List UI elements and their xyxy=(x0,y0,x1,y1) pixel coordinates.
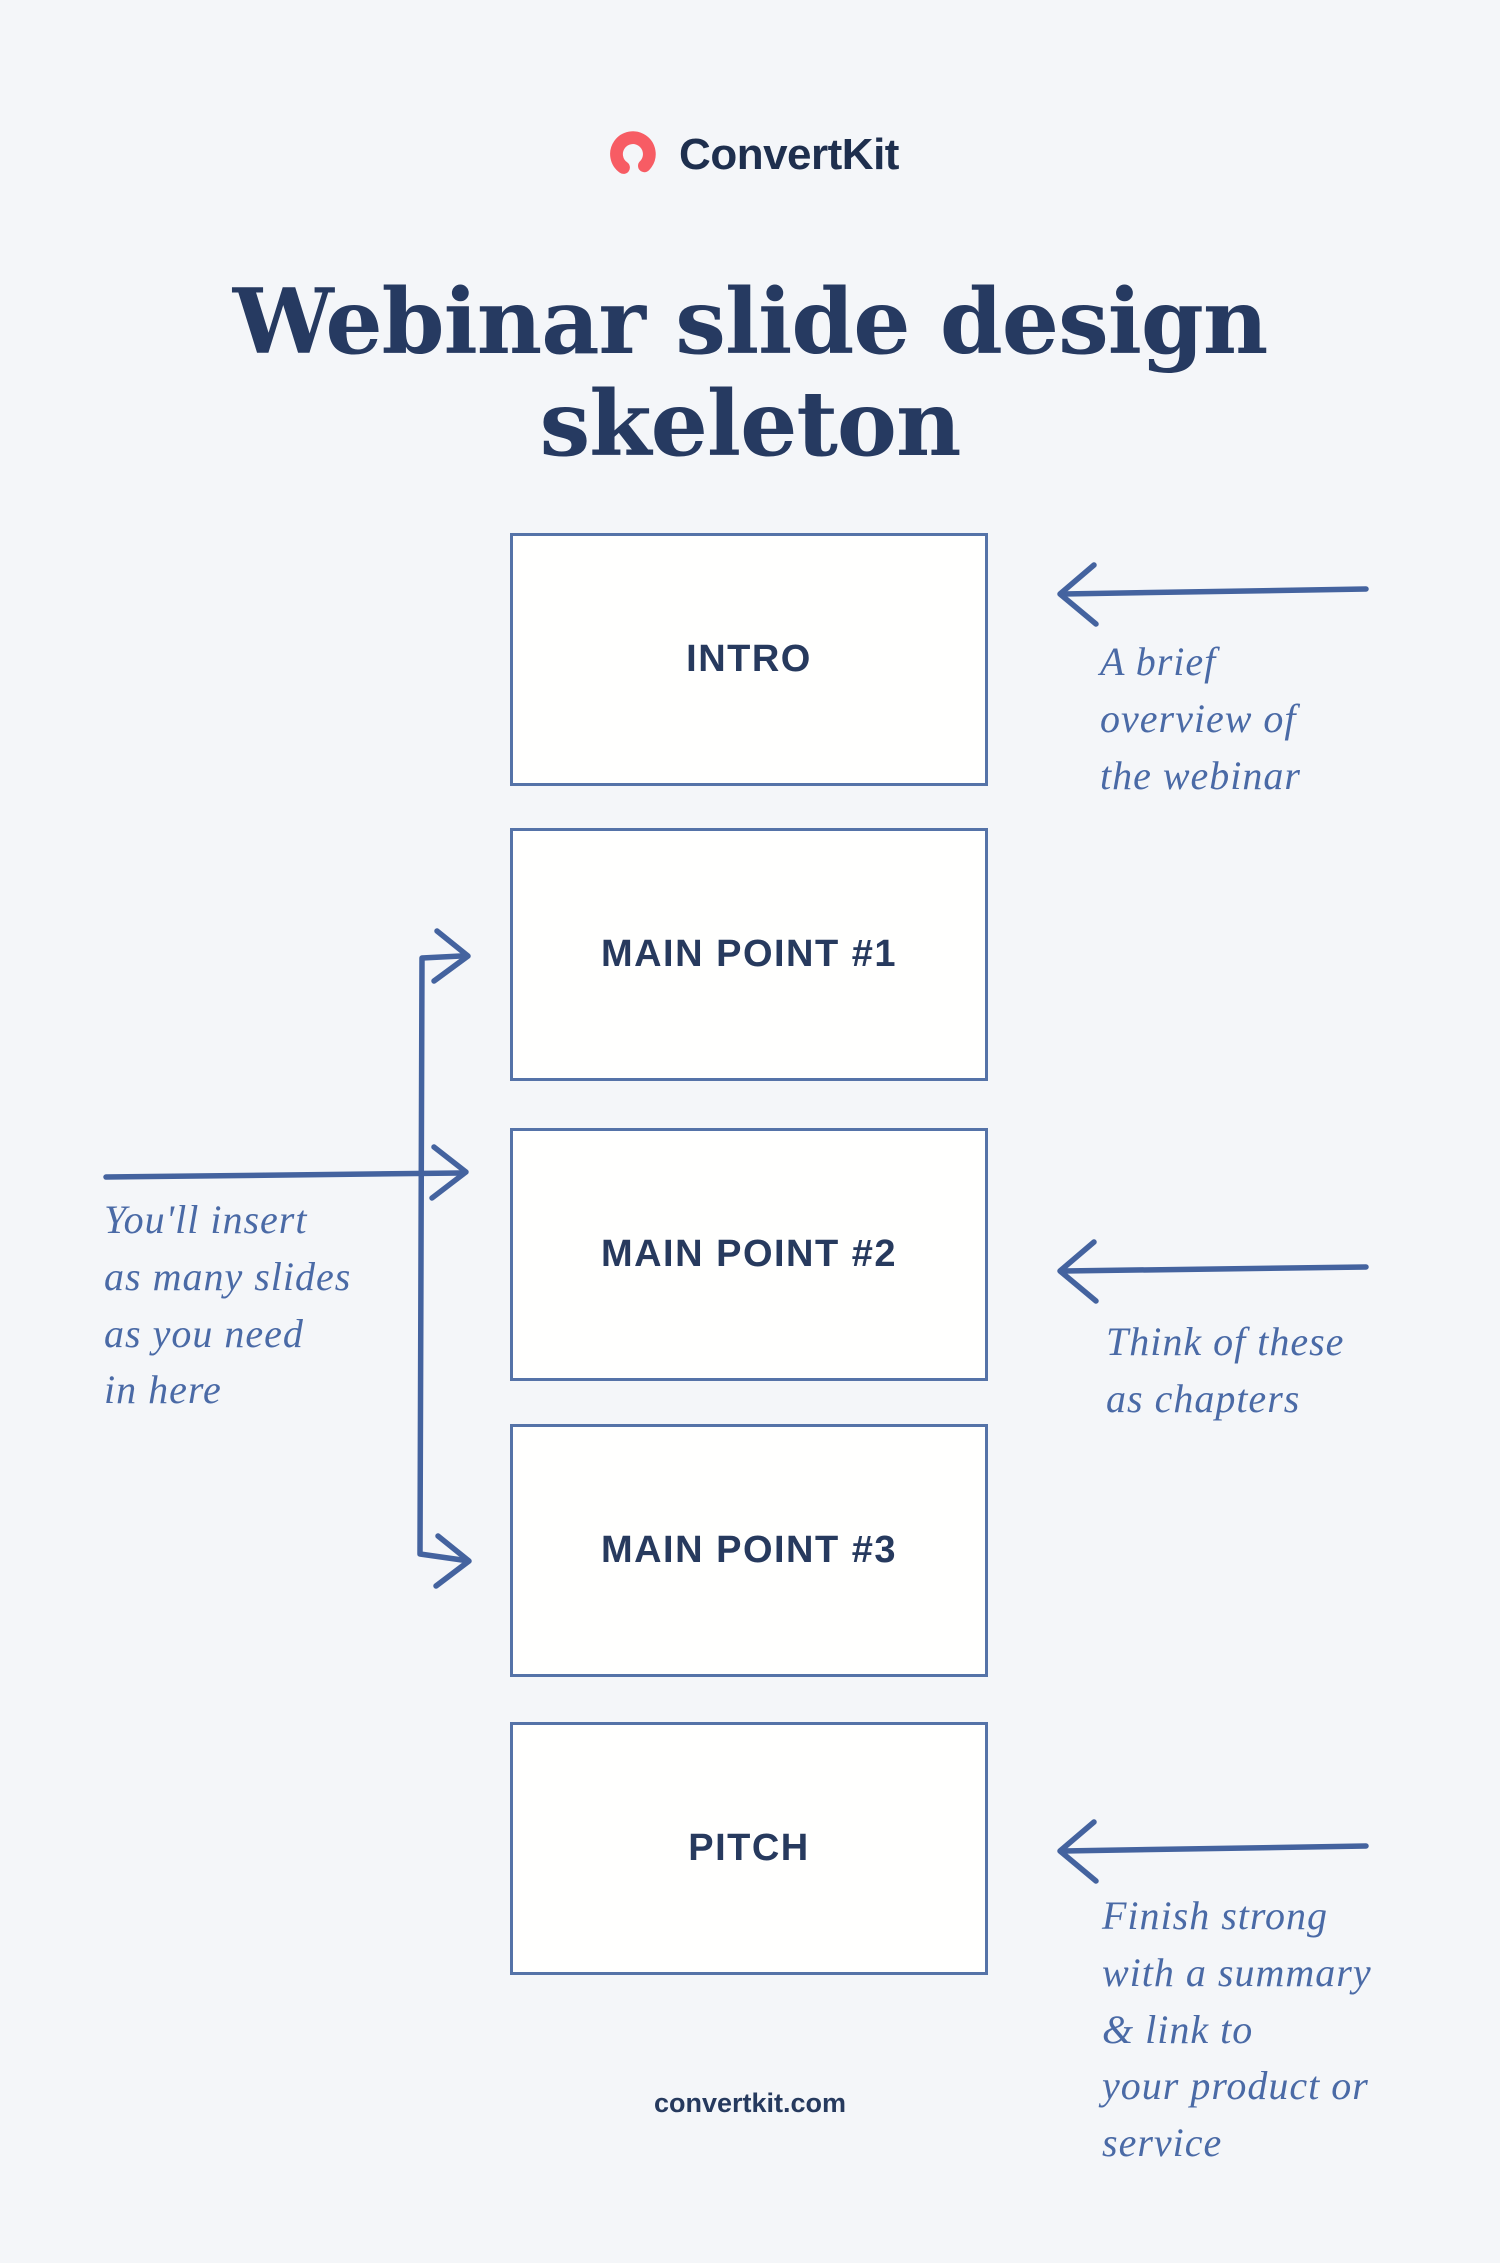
slide-label: PITCH xyxy=(688,1827,810,1869)
slide-box-main-point-2: MAIN POINT #2 xyxy=(510,1128,988,1381)
note-chapters: Think of these as chapters xyxy=(1106,1319,1345,1421)
note-finish-strong: Finish strong with a summary & link to y… xyxy=(1102,1893,1372,2166)
brand-name: ConvertKit xyxy=(679,130,899,179)
slide-label: MAIN POINT #2 xyxy=(600,1233,898,1275)
arrow-to-main-point-2 xyxy=(1057,1239,1369,1304)
page-title: Webinar slide design skeleton xyxy=(232,269,1269,477)
slide-label: MAIN POINT #3 xyxy=(600,1529,898,1571)
slide-label: INTRO xyxy=(686,638,812,680)
slide-box-main-point-3: MAIN POINT #3 xyxy=(510,1424,988,1677)
note-intro-overview: A brief overview of the webinar xyxy=(1100,639,1301,798)
footer-url: convertkit.com xyxy=(653,2088,847,2118)
slide-box-main-point-1: MAIN POINT #1 xyxy=(510,828,988,1081)
note-insert-slides: You'll insert as many slides as you need… xyxy=(104,1197,352,1413)
brand-logo: ConvertKit xyxy=(0,124,1500,186)
convertkit-swirl-icon xyxy=(610,131,656,177)
arrow-to-intro xyxy=(1057,562,1369,627)
arrow-to-pitch xyxy=(1057,1819,1369,1884)
slide-box-pitch: PITCH xyxy=(510,1722,988,1975)
slide-label: MAIN POINT #1 xyxy=(600,933,898,975)
slide-box-intro: INTRO xyxy=(510,533,988,786)
